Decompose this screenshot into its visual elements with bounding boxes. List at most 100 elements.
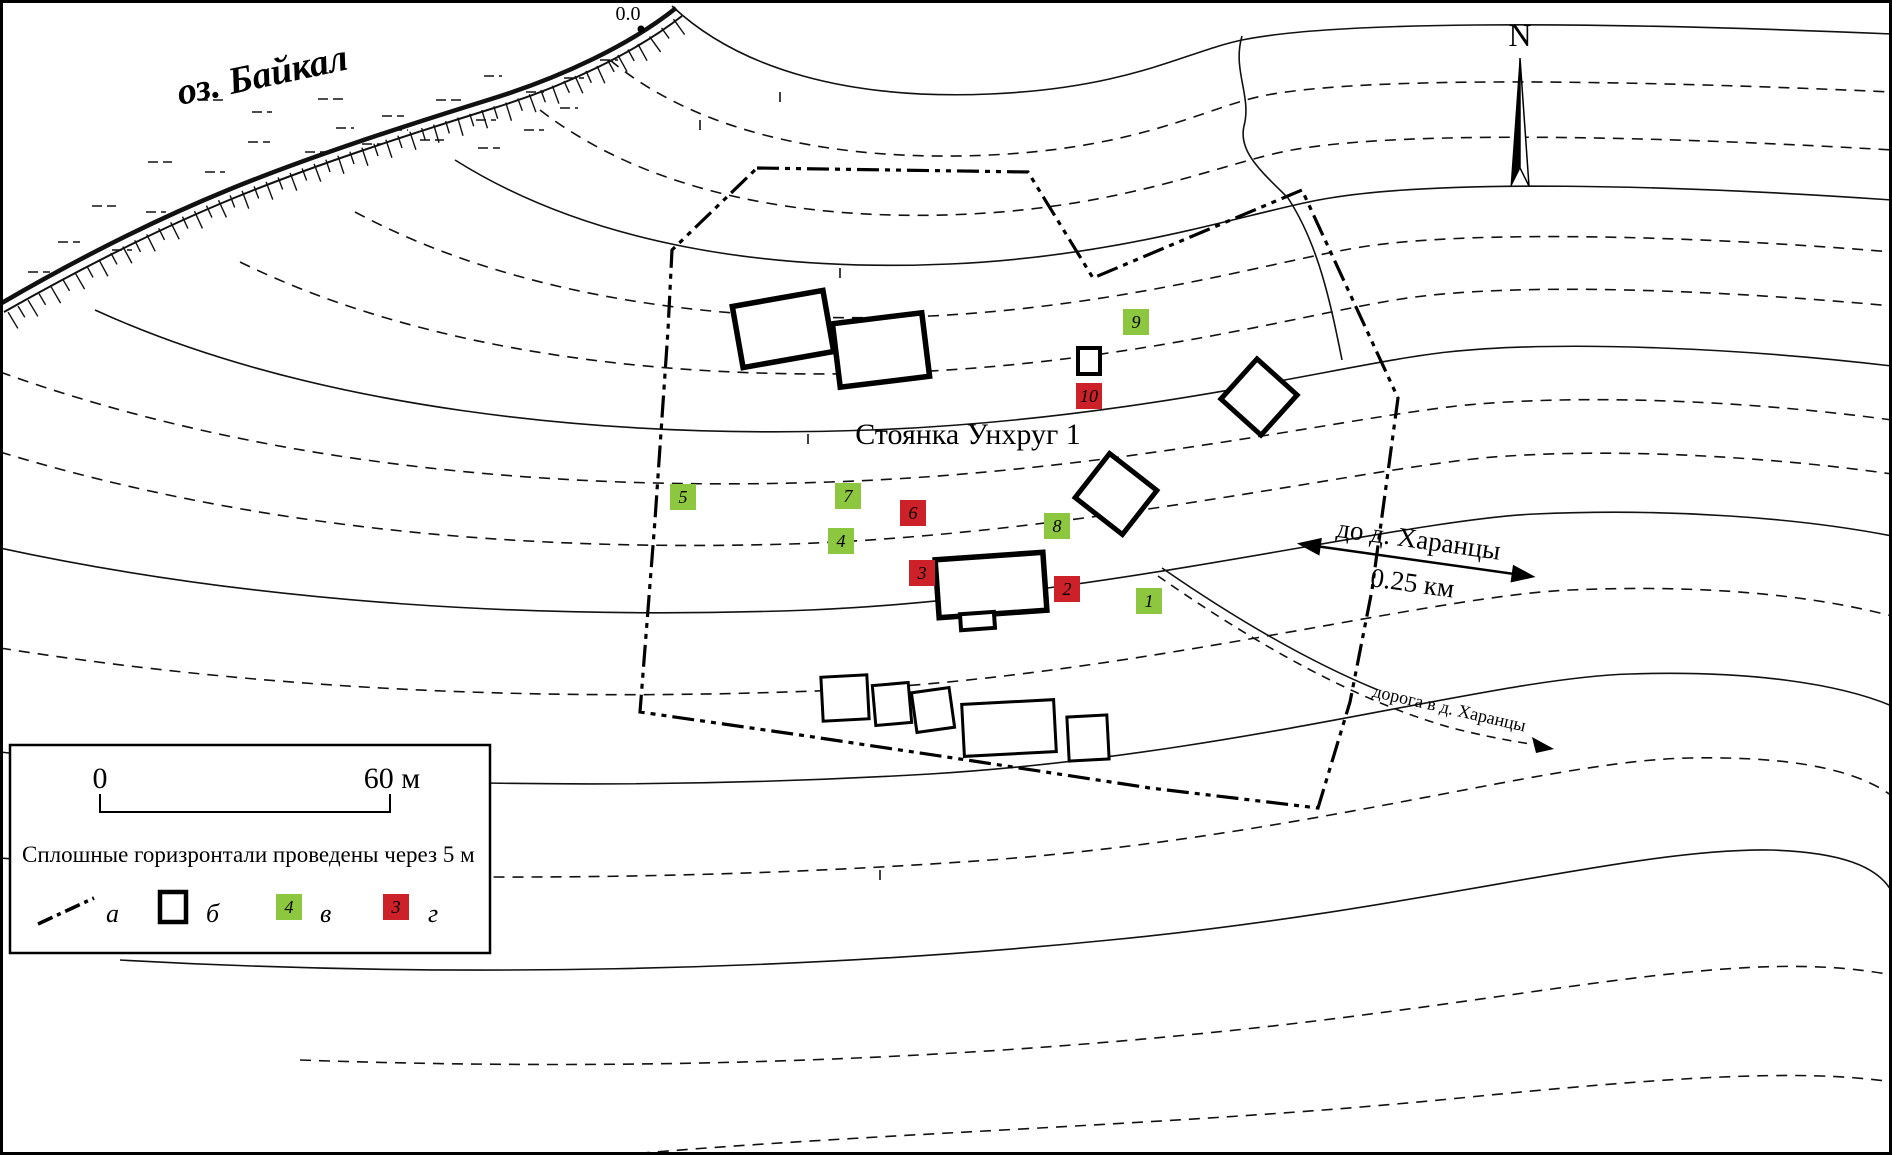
legend-key-g: г [428,899,438,928]
north-arrow: N [1508,17,1532,187]
distance-arrow: до д. Харанцы 0.25 км [1296,513,1536,604]
scale-start-label: 0 [93,762,108,795]
contour-line-solid [671,5,1892,96]
cliff-hachure-tick [505,102,513,121]
cliff-hachure-tick [241,190,250,209]
cliff-hachure-tick [205,205,213,218]
red-pit-marker-number: 2 [1063,579,1072,599]
north-arrow-right-half [1519,57,1530,187]
cliff-hachure-tick [277,177,284,190]
contour-line-dashed [239,261,1892,375]
green-pit-marker-number: 1 [1145,591,1154,611]
cliff-hachure-tick [627,49,635,62]
legend: 0 60 м Сплошные горизронтали проведены ч… [8,743,492,955]
green-pit-marker-number: 9 [1132,312,1141,332]
cliff-hachure-tick [229,195,236,208]
cliff-hachure-tick [361,147,369,166]
contour-line-solid [94,309,1892,433]
contour-line-dashed [0,451,1892,547]
cliff-hachure-tick [672,18,686,36]
contour-line-dashed [299,965,1892,1066]
green-pit-marker-number: 5 [679,487,688,507]
buildings [729,287,1301,763]
cliff-hachure-tick [62,279,71,292]
cliff-hachure-tick [540,89,546,103]
lake-label: оз. Байкал [173,37,351,114]
contour-line-dashed [0,587,1892,696]
cliff-hachure-tick [98,259,109,277]
cliff-hachure-tick [146,234,156,252]
building-outline [819,673,871,723]
cliff-hachure-tick [289,172,298,191]
red-pit-marker: 6 [900,500,926,526]
cliff-hachure-tick [50,286,62,304]
legend-red-sample-num: 3 [391,897,401,917]
building-annex [957,609,998,633]
cliff-hachure-tick [337,155,345,174]
legend-box [8,743,492,955]
contour-line-dashed [539,109,1892,217]
legend-red-sample [383,894,409,920]
cliff-hachure-tick [493,106,499,119]
contour-lines [0,5,1892,1155]
red-pit-marker-box [909,560,935,586]
contour-line-dashed [609,59,1892,157]
site-boundary [638,166,1400,810]
cliff-hachure-tick [660,27,670,39]
red-pit-marker-box [900,500,926,526]
cliff-hachure-tick [385,139,393,158]
cliff-hachure-tick [7,311,19,329]
distance-value: 0.25 км [1369,562,1457,603]
building [829,309,933,391]
legend-boundary-sample [37,896,95,926]
contour-line-dashed [354,211,1892,319]
green-pit-marker: 8 [1044,513,1070,539]
red-pit-marker-number: 3 [917,563,927,583]
cliff-hachure-tick [528,94,537,113]
cliff-hachure-tick [617,54,628,72]
distance-arrow-line [1305,543,1527,577]
cliff-hachure-tick [469,113,475,127]
green-pit-marker-box [670,484,696,510]
gully-line [1238,35,1343,361]
legend-key-v: в [320,899,331,928]
cliff-hachure-tick [373,143,379,157]
distance-label: до д. Харанцы [1335,513,1503,566]
contour-slope-ticks [699,92,881,880]
building-outline [909,685,957,735]
legend-green-sample [276,894,302,920]
cliff-hachure-tick [134,240,142,253]
green-pit-marker-box [1136,588,1162,614]
green-pit-marker: 4 [828,528,854,554]
green-pit-marker: 5 [670,484,696,510]
legend-note: Сплошные горизронтали проведены через 5 … [22,842,475,867]
contour-line-dashed [619,1074,1892,1155]
cliff-hachures [7,18,686,329]
green-pit-marker-number: 4 [837,531,846,551]
site-title: Стоянка Унхруг 1 [855,418,1081,451]
cliff-hachure-tick [27,299,39,317]
red-pit-marker: 2 [1054,576,1080,602]
building [1217,355,1301,439]
cliff-hachure-tick [481,109,489,129]
cliff-hachure-tick [181,216,189,229]
cliff-hachure-tick [563,80,570,94]
north-label: N [1508,17,1531,53]
cliff-hachure-tick [158,228,166,241]
building-outline [960,698,1058,758]
shoreline [0,6,683,313]
cliff-hachure-tick [110,252,118,265]
shoreline-upper-line [0,6,678,306]
red-pit-marker: 10 [1076,383,1102,409]
building-small [1076,346,1102,376]
green-pit-marker-box [1044,513,1070,539]
contour-line-solid [454,159,1892,267]
cliff-hachure-tick [313,163,322,182]
green-pit-marker: 1 [1136,588,1162,614]
red-pit-marker-number: 6 [909,503,918,523]
cliff-hachure-tick [217,199,228,218]
cliff-hachure-tick [86,265,94,278]
cliff-hachure-tick [585,70,592,84]
building [729,287,837,371]
